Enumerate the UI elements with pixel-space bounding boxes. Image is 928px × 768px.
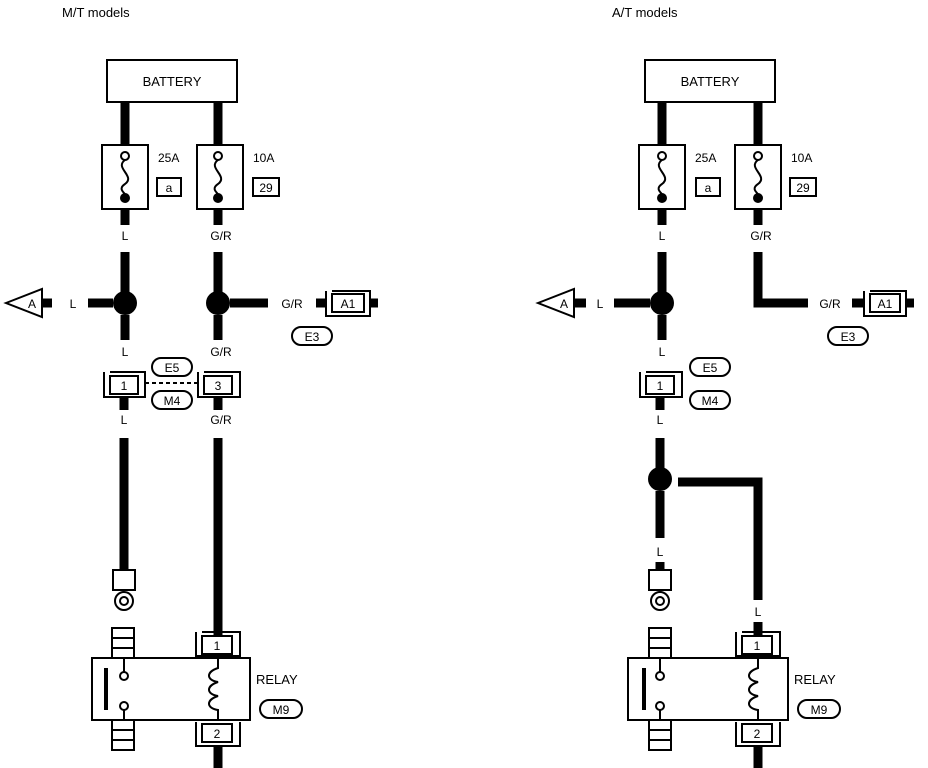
- at-battery-label: BATTERY: [681, 74, 740, 89]
- at-wire-label-l-2: L: [659, 345, 666, 359]
- at-models-title: A/T models: [612, 5, 678, 20]
- at-fuse1-rating: 25A: [695, 151, 716, 165]
- at-splice-l: [650, 291, 674, 315]
- at-m4-label: M4: [702, 394, 719, 408]
- at-wire-label-l-3: L: [657, 413, 664, 427]
- at-m4-badge: [689, 390, 731, 410]
- at-a1-label: A1: [878, 297, 893, 311]
- at-wire-label-l-4: L: [657, 545, 664, 559]
- at-e3-badge: [827, 326, 869, 346]
- at-fuse-25a: [638, 144, 686, 210]
- mt-e5-badge: [151, 357, 193, 377]
- mt-e3-label: E3: [305, 330, 320, 344]
- mt-wire-label-l-a: L: [70, 297, 77, 311]
- mt-fuse-10a: [196, 144, 244, 210]
- at-fuse1-id-box: [695, 177, 721, 197]
- mt-splice-gr: [206, 291, 230, 315]
- at-connector-pin-1: [639, 371, 683, 398]
- mt-arrow-a-label: A: [28, 297, 36, 311]
- mt-relay-pin-2: 2: [214, 727, 221, 741]
- at-wire-label-gr-1: G/R: [750, 229, 772, 243]
- mt-wire-label-l-1: L: [122, 229, 129, 243]
- at-connector-arrow-a: [535, 287, 575, 319]
- mt-m9-label: M9: [273, 703, 290, 717]
- mt-wire-label-gr-2: G/R: [210, 345, 232, 359]
- mt-ground-terminal-icon: [112, 569, 136, 611]
- at-models-diagram: A/T models BATTERY 25A a 10A 29 L: [535, 5, 914, 768]
- mt-fuse2-rating: 10A: [253, 151, 274, 165]
- mt-relay-pin-1: 1: [214, 639, 221, 653]
- at-wire-label-l-1: L: [659, 229, 666, 243]
- mt-e5-label: E5: [165, 361, 180, 375]
- at-fuse2-id: 29: [796, 181, 810, 195]
- at-wire-gr-2: [753, 252, 808, 308]
- mt-m4-label: M4: [164, 394, 181, 408]
- at-battery-box: [644, 59, 776, 103]
- mt-a1-label: A1: [341, 297, 356, 311]
- at-relay: [627, 627, 789, 768]
- mt-connector-pin-3: [197, 371, 241, 398]
- mt-wire-label-l-3: L: [121, 413, 128, 427]
- at-connector-a1: [863, 290, 907, 317]
- mt-wire-label-gr-3: G/R: [210, 413, 232, 427]
- mt-fuse1-id-box: [156, 177, 182, 197]
- mt-connector-a1: [325, 290, 371, 317]
- mt-pin-1-label: 1: [121, 379, 128, 393]
- at-fuse-10a: [734, 144, 782, 210]
- mt-wire-label-gr-a1: G/R: [281, 297, 303, 311]
- mt-models-diagram: M/T models BATTERY 25A a 10A 29 L: [3, 5, 378, 768]
- mt-splice-l: [113, 291, 137, 315]
- at-fuse2-id-box: [789, 177, 817, 197]
- at-wire-label-l-relay: L: [755, 605, 762, 619]
- at-pin-1-label: 1: [657, 379, 664, 393]
- at-e5-label: E5: [703, 361, 718, 375]
- mt-m4-badge: [151, 390, 193, 410]
- at-ground-terminal-icon: [648, 569, 672, 611]
- at-relay-label: RELAY: [794, 672, 836, 687]
- mt-battery-label: BATTERY: [143, 74, 202, 89]
- mt-relay-label: RELAY: [256, 672, 298, 687]
- mt-wire-label-gr-1: G/R: [210, 229, 232, 243]
- mt-fuse2-id: 29: [259, 181, 273, 195]
- at-e5-badge: [689, 357, 731, 377]
- at-relay-pin-1: 1: [754, 639, 761, 653]
- mt-battery-box: [106, 59, 238, 103]
- at-m9-label: M9: [811, 703, 828, 717]
- at-wire-label-gr-a1: G/R: [819, 297, 841, 311]
- at-e3-label: E3: [841, 330, 856, 344]
- at-arrow-a-label: A: [560, 297, 568, 311]
- at-fuse1-id: a: [705, 181, 712, 195]
- mt-m9-badge: [259, 699, 303, 719]
- at-wire-label-l-a: L: [597, 297, 604, 311]
- mt-fuse1-rating: 25A: [158, 151, 179, 165]
- at-wire-branch-relay: [678, 477, 763, 600]
- mt-e3-badge: [291, 326, 333, 346]
- at-m9-badge: [797, 699, 841, 719]
- mt-wire-label-l-2: L: [122, 345, 129, 359]
- at-splice-l-2: [648, 467, 672, 491]
- mt-connector-arrow-a: [3, 287, 43, 319]
- at-fuse2-rating: 10A: [791, 151, 812, 165]
- at-relay-pin-2: 2: [754, 727, 761, 741]
- mt-fuse-25a: [101, 144, 149, 210]
- mt-pin-3-label: 3: [215, 379, 222, 393]
- mt-fuse2-id-box: [252, 177, 280, 197]
- mt-fuse1-id: a: [166, 181, 173, 195]
- mt-connector-pin-1: [103, 371, 146, 398]
- mt-models-title: M/T models: [62, 5, 130, 20]
- mt-relay: [91, 627, 251, 768]
